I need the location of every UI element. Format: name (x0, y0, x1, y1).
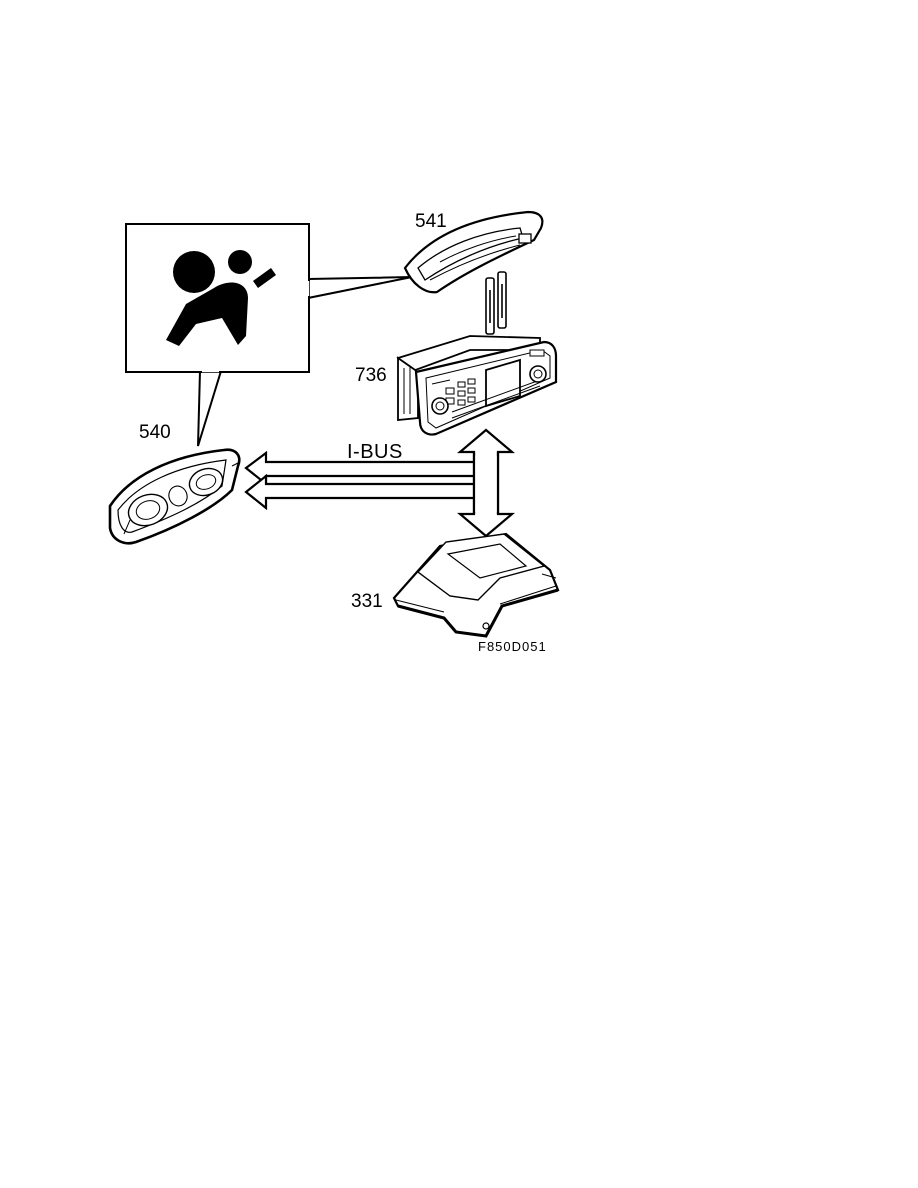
i-bus-arrows (244, 428, 516, 538)
label-541: 541 (415, 211, 447, 232)
figure-id: F850D051 (478, 639, 547, 654)
label-331: 331 (351, 591, 383, 612)
lower-bus-arrow (244, 473, 476, 511)
label-736: 736 (355, 365, 387, 386)
instrument-cluster-540 (108, 448, 241, 545)
srs-module-331 (392, 532, 560, 638)
display-cables (485, 271, 507, 335)
airbag-callout (125, 223, 413, 447)
control-panel-736 (396, 335, 558, 436)
label-i-bus: I-BUS (347, 441, 403, 463)
airbag-warning-icon (166, 250, 276, 346)
label-540: 540 (139, 422, 171, 443)
info-display-541 (403, 210, 544, 294)
